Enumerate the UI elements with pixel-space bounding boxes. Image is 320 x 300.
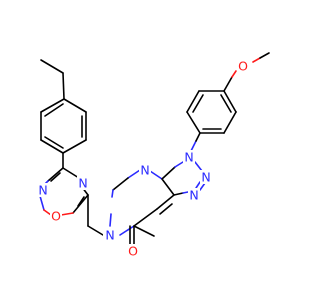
- oxadiazole-n-upper-label: N: [38, 183, 47, 198]
- ethylphenyl-ring: [40, 98, 87, 154]
- pyrimidinone-ring: [109, 169, 175, 237]
- pyrimidine-n-ring-label: N: [105, 228, 114, 243]
- triazole-n3-label: N: [189, 188, 198, 203]
- carbonyl-o-label: O: [128, 244, 138, 259]
- triazole-aryl-bond: [190, 140, 197, 152]
- molecule-structure-diagram: N N O N O N N N N O: [38, 52, 270, 259]
- methoxy-o-bond: [223, 76, 233, 92]
- methoxy-ch3-bond: [259, 52, 270, 59]
- structure-canvas: N N O N O N N N N O: [38, 52, 270, 259]
- methoxyphenyl-ring: [186, 90, 237, 134]
- triazole-n2-label: N: [201, 170, 210, 185]
- triazole-ring: [161, 161, 206, 196]
- oxadiazole-o-label: O: [51, 209, 61, 224]
- ethyl-ch2-bond: [62, 72, 65, 100]
- methoxy-o-bond-o: [231, 70, 237, 78]
- oxadiazole-n-lower-label: N: [78, 176, 87, 191]
- ch2-linker-bond-2: [87, 225, 104, 236]
- methoxy-o-label: O: [238, 59, 248, 74]
- atom-labels: N N O N O N N N N O: [38, 59, 249, 259]
- pyrimidine-n-top-label: N: [140, 163, 149, 178]
- triazole-aryl-bond-c: [195, 132, 201, 142]
- methoxy-ch3-bond-o: [252, 57, 261, 63]
- triazole-n1-label: N: [184, 150, 193, 165]
- ethyl-ch3-bond: [40, 59, 64, 74]
